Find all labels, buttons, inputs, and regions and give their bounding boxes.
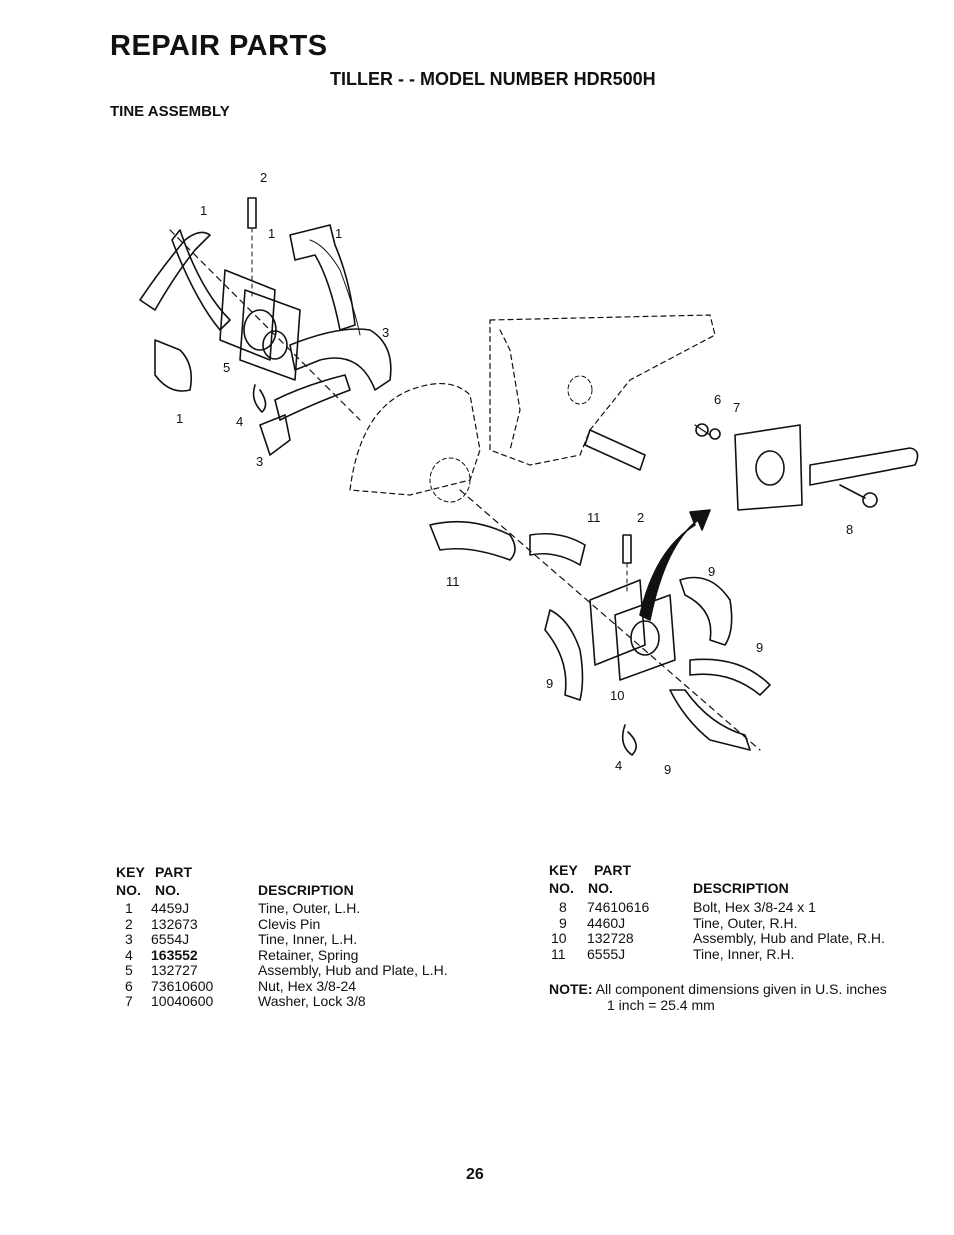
callout-8: 8 bbox=[846, 522, 853, 537]
header-description: DESCRIPTION bbox=[693, 879, 789, 896]
callout-1d: 1 bbox=[176, 411, 183, 426]
spring-retainer-lh bbox=[252, 384, 267, 413]
clevis-pin-top bbox=[247, 197, 257, 229]
tine-outer-rh-bottom bbox=[669, 689, 751, 751]
callout-4b: 4 bbox=[615, 758, 622, 773]
callout-10: 10 bbox=[610, 688, 624, 703]
header-key-no: NO. bbox=[549, 879, 574, 896]
tine-inner-rh-upper bbox=[529, 532, 586, 566]
tiller-body-outline bbox=[489, 314, 716, 466]
callout-1a: 1 bbox=[200, 203, 207, 218]
callout-1c: 1 bbox=[335, 226, 342, 241]
tine-outer-lh-upper bbox=[289, 224, 356, 331]
callout-2b: 2 bbox=[637, 510, 644, 525]
callout-6: 6 bbox=[714, 392, 721, 407]
callout-9d: 9 bbox=[664, 762, 671, 777]
callout-11b: 11 bbox=[446, 574, 460, 589]
callout-5: 5 bbox=[223, 360, 230, 375]
tine-outer-lh-top bbox=[139, 231, 211, 311]
callout-9c: 9 bbox=[546, 676, 553, 691]
tine-inner-rh-left bbox=[429, 520, 516, 561]
hub-plate-rh bbox=[589, 579, 646, 666]
header-part-no: NO. bbox=[155, 881, 180, 898]
header-key: KEY bbox=[549, 862, 578, 878]
callout-11a: 11 bbox=[587, 510, 601, 525]
tine-inner-lh-left bbox=[154, 339, 193, 392]
header-key-no: NO. bbox=[116, 881, 141, 898]
section-title: TINE ASSEMBLY bbox=[110, 103, 230, 120]
callout-2a: 2 bbox=[260, 170, 267, 185]
callout-4a: 4 bbox=[236, 414, 243, 429]
header-description: DESCRIPTION bbox=[258, 881, 354, 898]
tine-inner-lh-right bbox=[289, 328, 392, 391]
drive-shaft-right bbox=[584, 429, 646, 471]
callout-7: 7 bbox=[733, 400, 740, 415]
tine-inner-lh-tip bbox=[259, 414, 291, 456]
hub-rh bbox=[630, 620, 660, 656]
note-line-2: 1 inch = 25.4 mm bbox=[607, 997, 715, 1013]
tine-outer-rh-left bbox=[544, 609, 584, 701]
callout-3a: 3 bbox=[382, 325, 389, 340]
hex-bolt bbox=[839, 484, 866, 499]
model-subtitle: TILLER - - MODEL NUMBER HDR500H bbox=[330, 69, 656, 89]
left-shaft-centerline bbox=[169, 229, 361, 421]
header-key: KEY bbox=[116, 864, 145, 880]
page-number: 26 bbox=[466, 1166, 484, 1183]
hub-plate-lh bbox=[219, 269, 276, 361]
right-shaft-centerline bbox=[459, 489, 761, 751]
spring-retainer-rh bbox=[621, 724, 637, 756]
lock-washer bbox=[709, 428, 721, 440]
dimensions-note: NOTE: All component dimensions given in … bbox=[549, 981, 887, 1013]
hub-plate-outer bbox=[734, 424, 803, 511]
tine-inner-lh-bottom bbox=[274, 374, 351, 421]
header-part: PART bbox=[594, 862, 632, 878]
note-line-1: All component dimensions given in U.S. i… bbox=[595, 981, 887, 997]
tine-outer-rh-top bbox=[809, 447, 919, 486]
page-title: REPAIR PARTS bbox=[110, 30, 328, 62]
note-label: NOTE: bbox=[549, 981, 593, 997]
assembly-arrow bbox=[639, 509, 711, 621]
hex-nut bbox=[695, 423, 709, 437]
tine-outer-rh-upper bbox=[679, 576, 733, 646]
header-part-no: NO. bbox=[588, 879, 613, 896]
callout-1b: 1 bbox=[268, 226, 275, 241]
tine-assembly-diagram: 1 2 1 1 3 5 4 1 3 6 7 8 11 2 11 9 9 9 10… bbox=[110, 150, 940, 800]
tine-outer-rh-right bbox=[689, 658, 771, 696]
hub-lh bbox=[243, 309, 277, 351]
callout-3b: 3 bbox=[256, 454, 263, 469]
header-part: PART bbox=[155, 864, 193, 880]
hub-plate-lh-rear bbox=[239, 289, 301, 381]
callout-9b: 9 bbox=[756, 640, 763, 655]
callout-9a: 9 bbox=[708, 564, 715, 579]
clevis-pin-rh bbox=[622, 534, 632, 564]
tine-shield-outline bbox=[349, 382, 481, 496]
